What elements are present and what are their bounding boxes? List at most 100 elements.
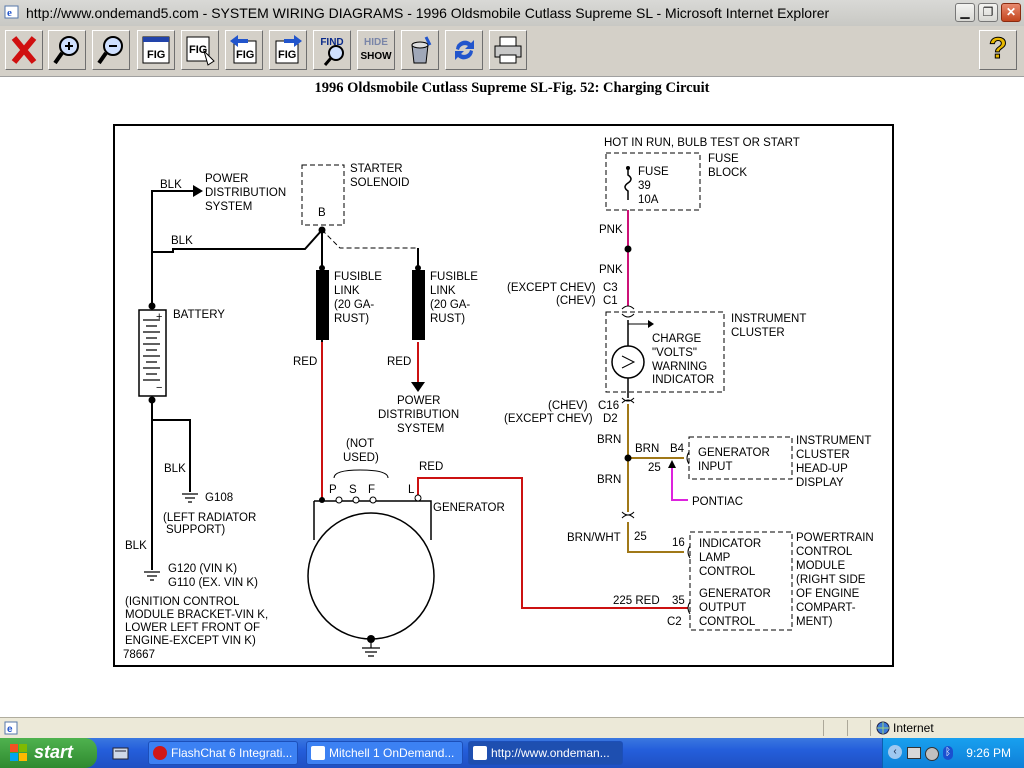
zoom-in-button[interactable] [48,30,86,70]
ground-symbols [144,493,198,581]
internet-explorer-icon: e [4,5,19,19]
label-except-chev: (EXCEPT CHEV) [507,282,596,294]
close-window-button[interactable]: ✕ [1001,3,1021,22]
figure-icon: FIG [142,36,170,64]
minimize-button[interactable]: ▁ [955,3,975,22]
window-title: http://www.ondemand5.com - SYSTEM WIRING… [26,5,830,21]
taskbar-item-mitchell[interactable]: Mitchell 1 OnDemand... [306,741,463,765]
label-blk: BLK [164,463,186,475]
figure-select-button[interactable]: FIG [181,30,219,70]
wiring-diagram: BLK POWER DISTRIBUTION SYSTEM STARTER SO… [113,124,894,667]
label-chev: (CHEV) [556,295,596,307]
label-charge: WARNING [652,361,707,373]
label-starter: STARTER [350,163,403,175]
label-pcm: POWERTRAIN [796,532,874,544]
hide-label: HIDE [364,37,388,48]
label-blk: BLK [125,540,147,552]
ie-task-icon [311,746,325,760]
next-figure-icon: FIG [275,35,302,64]
label-except-chev: (EXCEPT CHEV) [504,413,593,425]
svg-text:FIG: FIG [189,44,207,56]
label-indicator-lamp: INDICATOR [699,538,761,550]
label-generator: GENERATOR [433,502,505,514]
power-distribution-arrow [193,185,203,197]
bluetooth-icon[interactable]: ᛒ [943,746,953,760]
paint-bucket-icon [411,36,432,64]
label-pnk: PNK [599,224,623,236]
label-225-red: 225 RED [613,595,660,607]
find-button[interactable]: FIND [313,30,351,70]
label-fuse: 39 [638,180,651,192]
network-icon[interactable] [907,747,921,759]
zoom-out-button[interactable] [92,30,130,70]
label-blk: BLK [171,235,193,247]
tray-expand-icon[interactable]: ‹ [888,745,902,759]
label-instrument-cluster: INSTRUMENT [731,313,806,325]
pcm-box [689,531,793,631]
label-terminal-s: S [349,484,357,496]
label-power-dist-2: SYSTEM [397,423,444,435]
battery-symbol [138,302,167,404]
label-red: RED [419,461,443,473]
print-button[interactable] [489,30,527,70]
label-brn: BRN [597,474,621,486]
label-generator-input: GENERATOR [698,447,770,459]
label-icm: ENGINE-EXCEPT VIN K) [125,635,256,647]
label-fusible-link: RUST) [430,313,465,325]
previous-figure-button[interactable]: FIG [225,30,263,70]
taskbar: start FlashChat 6 Integrati... Mitchell … [0,738,1024,768]
label-left-radiator: SUPPORT) [166,524,225,536]
fusible-link-2 [412,270,425,340]
printer-icon [494,36,522,64]
help-button[interactable]: ? [979,30,1017,70]
zoom-in-icon [53,36,79,65]
task-label: FlashChat 6 Integrati... [171,746,293,760]
red-x-icon [11,36,37,64]
label-pcm: (RIGHT SIDE [796,574,866,586]
label-brn: BRN [597,434,621,446]
exit-button[interactable] [5,30,43,70]
diagram-toolbar: FIG FIG FIG FIG FIND HIDE SHOW ? [0,26,1024,77]
label-fusible-link: RUST) [334,313,369,325]
svg-text:e: e [7,7,12,19]
label-fusible-link: LINK [430,285,456,297]
figure-hand-icon: FIG [186,36,215,66]
label-brn-wht: BRN/WHT [567,532,621,544]
label-charge: CHARGE [652,333,702,345]
label-fuse: 10A [638,194,659,206]
label-power-dist: DISTRIBUTION [205,187,286,199]
find-label: FIND [320,37,344,48]
label-power-dist-2: DISTRIBUTION [378,409,459,421]
label-pcm: COMPART- [796,602,856,614]
clock[interactable]: 9:26 PM [966,746,1011,760]
status-bar: e Internet [0,717,1024,739]
maximize-button[interactable]: ❐ [978,3,998,22]
figure-button[interactable]: FIG [137,30,175,70]
start-button[interactable]: start [0,738,97,768]
quick-launch-icon[interactable] [112,745,130,761]
fuse-block-box [605,152,701,211]
previous-figure-icon: FIG [230,35,257,64]
help-question-icon: ? [988,32,1008,66]
label-c16: C16 [598,400,619,412]
show-label: SHOW [360,51,392,62]
instrument-cluster-box [605,311,725,393]
generator-input-box [688,436,793,480]
zoom-out-icon [97,36,123,65]
system-tray: ‹ ᛒ 9:26 PM [882,738,1024,768]
taskbar-item-flashchat[interactable]: FlashChat 6 Integrati... [148,741,298,765]
power-distribution-arrow-2 [411,382,425,392]
taskbar-item-ondemand[interactable]: http://www.ondeman... [468,741,623,765]
label-charge: INDICATOR [652,374,714,386]
label-fusible-link: (20 GA- [334,299,374,311]
paint-bucket-button[interactable] [401,30,439,70]
volume-icon[interactable] [925,747,939,761]
svg-text:FIG: FIG [278,49,296,61]
refresh-button[interactable] [445,30,483,70]
task-label: http://www.ondeman... [491,746,610,760]
next-figure-button[interactable]: FIG [269,30,307,70]
red-wires [321,342,688,609]
diagram-frame [113,124,894,667]
label-fuse: FUSE [638,166,669,178]
hide-show-button[interactable]: HIDE SHOW [357,30,395,70]
